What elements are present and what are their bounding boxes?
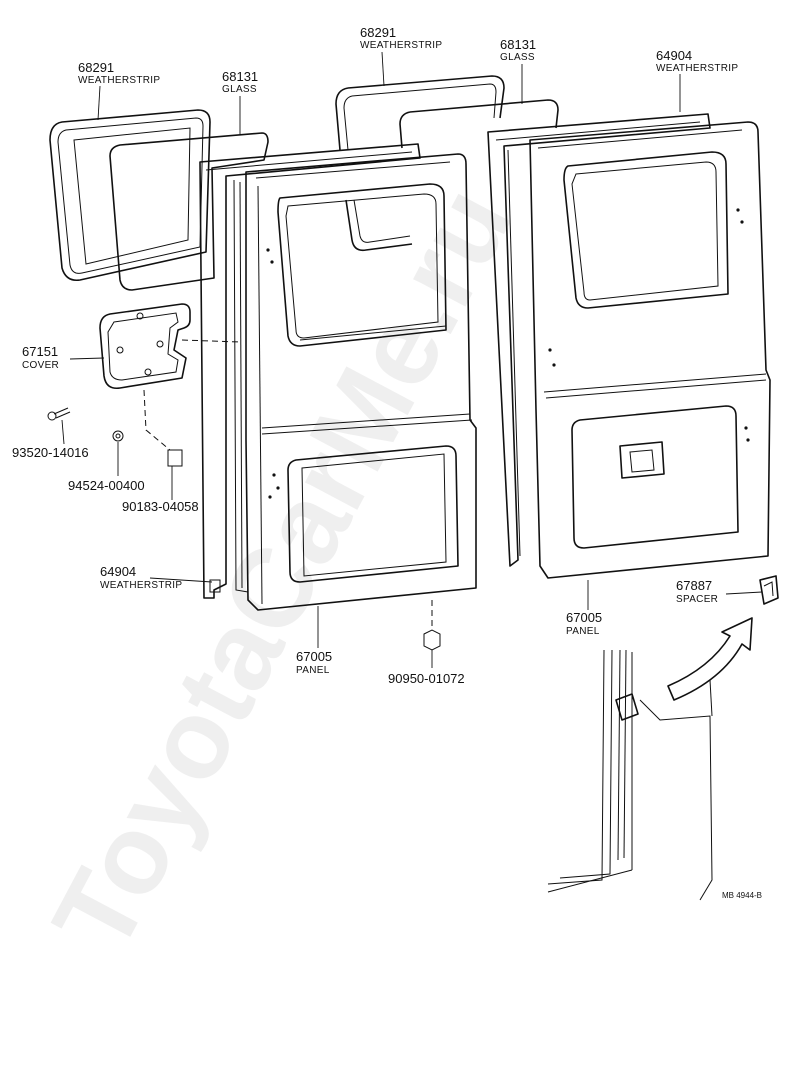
inset-body-detail	[547, 649, 713, 901]
svg-text:67005: 67005	[566, 610, 602, 625]
cover-dash-line	[181, 339, 241, 343]
nut-small-part[interactable]	[167, 449, 183, 467]
cover-part[interactable]	[99, 303, 191, 390]
callout-panel-left: 67005 PANEL	[296, 649, 332, 676]
svg-text:64904: 64904	[100, 564, 136, 579]
svg-text:68291: 68291	[78, 60, 114, 75]
svg-text:93520-14016: 93520-14016	[12, 445, 89, 460]
weatherstrip-center-window[interactable]	[335, 75, 505, 252]
svg-text:90950-01072: 90950-01072	[388, 671, 465, 686]
washer-part[interactable]	[112, 430, 124, 442]
bolt-part[interactable]	[47, 407, 71, 421]
arrow-icon	[667, 617, 753, 701]
svg-text:68131: 68131	[222, 69, 258, 84]
callout-weatherstrip-right-top: 64904 WEATHERSTRIP	[656, 48, 738, 74]
svg-text:64904: 64904	[656, 48, 692, 63]
door-left-weatherstrip-frame[interactable]	[199, 143, 421, 599]
callout-spacer: 67887 SPACER	[676, 578, 718, 605]
svg-text:WEATHERSTRIP: WEATHERSTRIP	[78, 75, 160, 86]
callout-nut-small: 90183-04058	[122, 499, 199, 514]
callout-nut-bottom: 90950-01072	[388, 671, 465, 686]
callout-glass-left: 68131 GLASS	[222, 69, 258, 95]
svg-text:68291: 68291	[360, 25, 396, 40]
svg-text:SPACER: SPACER	[676, 594, 718, 605]
svg-text:PANEL: PANEL	[296, 665, 330, 676]
svg-text:90183-04058: 90183-04058	[122, 499, 199, 514]
svg-text:67151: 67151	[22, 344, 58, 359]
svg-text:67005: 67005	[296, 649, 332, 664]
callout-weatherstrip-left-top: 68291 WEATHERSTRIP	[78, 60, 160, 86]
svg-text:WEATHERSTRIP: WEATHERSTRIP	[656, 63, 738, 74]
door-right-panel[interactable]	[529, 121, 771, 579]
callout-bolt: 93520-14016	[12, 445, 89, 460]
svg-text:94524-00400: 94524-00400	[68, 478, 145, 493]
glass-left-window[interactable]	[109, 132, 269, 291]
callout-panel-right: 67005 PANEL	[566, 610, 602, 637]
door-right-weatherstrip-frame[interactable]	[487, 113, 711, 567]
svg-text:67887: 67887	[676, 578, 712, 593]
callout-weatherstrip-center-top: 68291 WEATHERSTRIP	[360, 25, 442, 51]
diagram-code: MB 4944-B	[722, 891, 762, 900]
glass-center-window[interactable]	[399, 99, 559, 149]
door-left-panel[interactable]	[245, 153, 477, 611]
weatherstrip-left-window[interactable]	[49, 109, 211, 282]
callout-weatherstrip-left-door: 64904 WEATHERSTRIP	[100, 564, 182, 591]
callout-glass-center: 68131 GLASS	[500, 37, 536, 63]
callout-washer: 94524-00400	[68, 478, 145, 493]
svg-text:WEATHERSTRIP: WEATHERSTRIP	[100, 580, 182, 591]
callout-cover: 67151 COVER	[22, 344, 59, 371]
cover-dash-line-2	[143, 389, 171, 451]
svg-text:GLASS: GLASS	[222, 84, 257, 95]
svg-text:WEATHERSTRIP: WEATHERSTRIP	[360, 40, 442, 51]
svg-text:GLASS: GLASS	[500, 52, 535, 63]
svg-text:68131: 68131	[500, 37, 536, 52]
leader-lines	[61, 51, 763, 668]
nut-bottom-part[interactable]	[423, 600, 441, 651]
svg-text:COVER: COVER	[22, 360, 59, 371]
svg-text:PANEL: PANEL	[566, 626, 600, 637]
spacer-part[interactable]	[759, 575, 779, 605]
